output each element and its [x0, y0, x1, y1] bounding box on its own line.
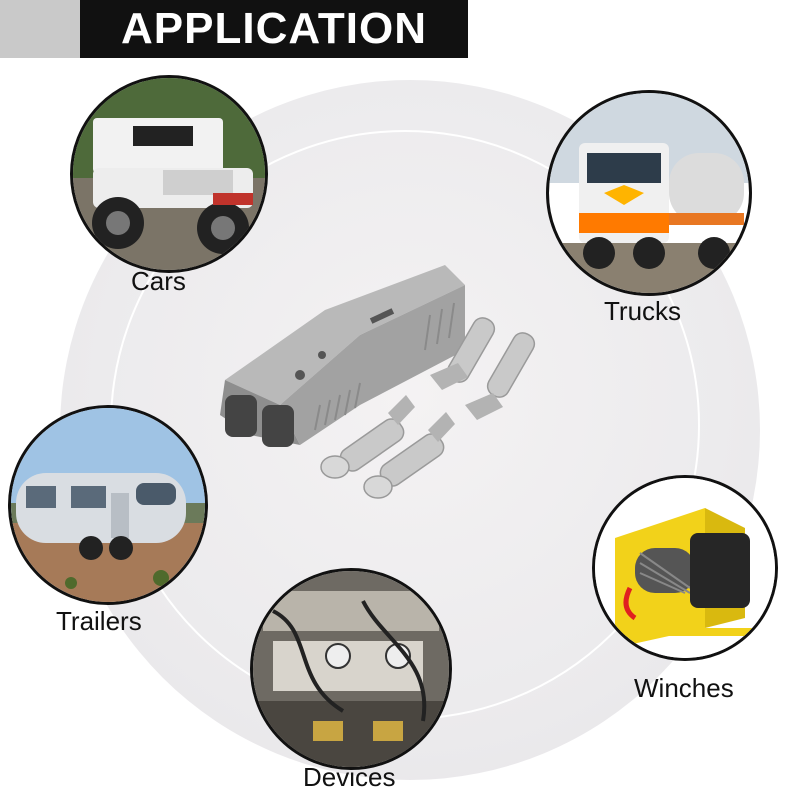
trailers-label: Trailers — [56, 606, 142, 636]
trucks-label: Trucks — [604, 296, 682, 326]
page-title: APPLICATION — [80, 0, 468, 58]
winches-label: Winches — [634, 673, 734, 703]
connector-photo — [220, 265, 536, 499]
trucks-thumbnail — [546, 90, 752, 296]
title-accent — [0, 0, 92, 58]
trailers-thumbnail — [8, 405, 208, 605]
jeep-photo — [73, 78, 265, 270]
winch-photo — [595, 478, 775, 658]
truck-photo — [549, 93, 749, 293]
devices-label: Devices — [303, 762, 396, 792]
cars-thumbnail — [70, 75, 268, 273]
devices-photo — [253, 571, 449, 767]
cars-label: Cars — [131, 266, 186, 296]
winches-thumbnail — [592, 475, 778, 661]
trailer-photo — [11, 408, 205, 602]
devices-thumbnail — [250, 568, 452, 770]
